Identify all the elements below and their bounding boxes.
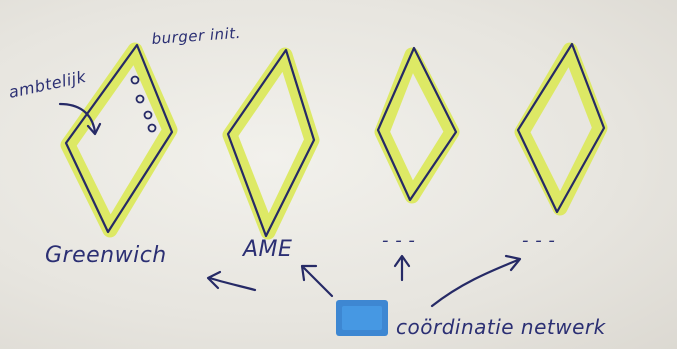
arrow-to-ame-head (300, 264, 318, 282)
arrow-to-ame (302, 266, 334, 298)
ambtelijk-arrow (58, 102, 97, 134)
diamond-fourth (514, 42, 608, 216)
label-network: coördinatie netwerk (396, 315, 607, 339)
label-ambtelijk: ambtelijk (7, 67, 88, 102)
label-ame: AME (241, 237, 292, 262)
arrow-to-third-head (393, 254, 411, 268)
label-burger-init: burger init. (151, 24, 241, 48)
arrow-to-fourth-head (504, 254, 522, 272)
arrow-to-greenwich-head (206, 270, 222, 290)
diamond-ame (222, 47, 320, 240)
arrow-to-greenwich (208, 276, 257, 292)
diamond-third (374, 46, 460, 204)
diamond-greenwich (60, 42, 178, 238)
label-blank-fourth: - - - (522, 230, 555, 251)
network-box (336, 300, 388, 336)
arrow-to-fourth (430, 258, 520, 308)
label-greenwich: Greenwich (45, 243, 167, 268)
label-blank-third: - - - (382, 230, 415, 251)
ambtelijk-arrowhead (86, 122, 102, 136)
